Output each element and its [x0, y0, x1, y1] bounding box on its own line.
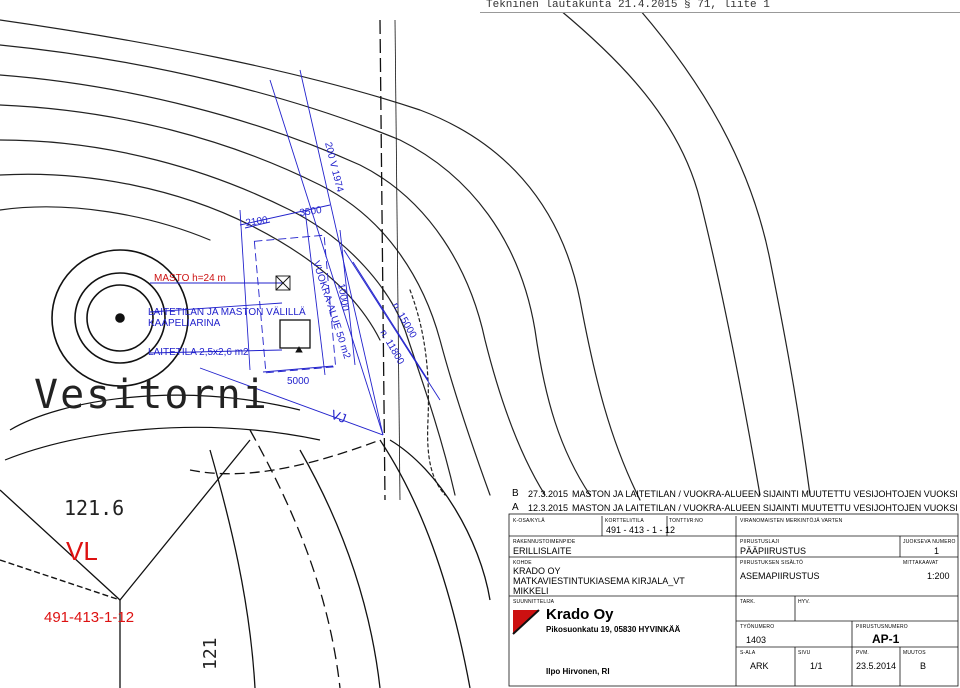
piirustuslaji-value: PÄÄPIIRUSTUS	[740, 546, 807, 556]
dim-3500: 3500	[299, 205, 323, 219]
vl-label: VL	[66, 536, 98, 566]
revision-a-letter: A	[512, 502, 519, 513]
plot-boundary	[0, 559, 121, 601]
sisalto-value: ASEMAPIIRUSTUS	[740, 571, 820, 581]
revision-a-date: 12.3.2015	[528, 503, 569, 513]
cable-label-line2: KAAPELIARINA	[148, 318, 221, 329]
kohde-label: KOHDE	[513, 560, 532, 566]
elevation-121: 121	[200, 637, 221, 670]
dim-5000: 5000	[287, 376, 310, 387]
plot-id-label: 491-413-1-12	[44, 609, 134, 626]
terrain-contours	[0, 9, 811, 501]
mittakaava-label: MITTAKAAVAT	[903, 560, 939, 566]
dim-10000: 10000	[335, 283, 351, 313]
pvm-value: 23.5.2014	[856, 661, 897, 671]
vj-label: VJ	[329, 407, 348, 426]
kohde-line1: KRADO OY	[513, 566, 561, 576]
k-osa-label: K-OSA/KYLÄ	[513, 518, 545, 524]
viranomais-label: VIRANOMAISTEN MERKINTÖJÄ VARTEN	[740, 518, 843, 524]
muutos-value: B	[920, 661, 927, 671]
revision-b-text: MASTON JA LAITETILAN / VUOKRA-ALUEEN SIJ…	[572, 489, 958, 499]
water-tower-symbol	[4, 249, 321, 461]
revision-b-date: 27.3.2015	[528, 489, 569, 499]
road-lines	[0, 19, 491, 688]
company-name: Krado Oy	[546, 606, 614, 623]
title-block-frame	[508, 513, 959, 687]
kohde-line3: MIKKELI	[513, 586, 549, 596]
s-ala-label: S-ALA	[740, 650, 756, 656]
piirustusnumero-value: AP-1	[872, 632, 900, 646]
juokseva-value: 1	[934, 546, 940, 556]
document-header-text: Tekninen lautakunta 21.4.2015 § 71, liit…	[486, 0, 770, 11]
kortteli-value: 491 - 413 - 1 - 12	[606, 525, 676, 535]
cable-label-line1: LAITETILAN JA MASTON VÄLILLÄ	[148, 306, 306, 318]
hyv-label: HYV.	[798, 599, 811, 605]
mast-label: MASTO h=24 m	[154, 273, 226, 284]
pvm-label: PVM.	[856, 650, 870, 656]
piirustuslaji-label: PIIRUSTUSLAJI	[740, 539, 780, 545]
elevation-1216: 121.6	[64, 496, 124, 520]
kohde-line2: MATKAVIESTINTUKIASEMA KIRJALA_VT	[513, 576, 685, 586]
designer-name: Ilpo Hirvonen, RI	[546, 667, 610, 676]
sisalto-label: PIIRUSTUKSEN SISÄLTÖ	[740, 560, 804, 566]
rakennustoimenpide-label: RAKENNUSTOIMENPIDE	[513, 539, 576, 545]
tyonumero-label: TYÖNUMERO	[740, 624, 775, 630]
juokseva-label: JUOKSEVA NUMERO	[903, 539, 956, 545]
tyonumero-value: 1403	[746, 635, 767, 645]
revision-a-text: MASTON JA LAITETILAN / VUOKRA-ALUEEN SIJ…	[572, 503, 958, 513]
watertower-label: Vesitorni	[34, 372, 269, 418]
document-header	[480, 0, 960, 13]
blue-annotations	[149, 69, 441, 436]
piirustusnumero-label: PIIRUSTUSNUMERO	[856, 624, 908, 630]
company-address: Pikosuonkatu 19, 05830 HYVINKÄÄ	[546, 625, 681, 634]
tontti-label: TONTTI/R:NO	[669, 518, 704, 524]
sivu-value: 1/1	[810, 661, 823, 671]
equipment-room-label: LAITETILA 2,5x2,6 m2	[148, 347, 249, 358]
sivu-label: SIVU	[798, 650, 811, 656]
muutos-label: MUUTOS	[903, 650, 926, 656]
rakennustoimenpide-value: ERILLISLAITE	[513, 546, 572, 556]
krado-logo	[512, 609, 540, 635]
revision-b-letter: B	[512, 488, 519, 499]
s-ala-value: ARK	[750, 661, 769, 671]
dim-2100: 2100	[245, 215, 269, 229]
mittakaava-value: 1:200	[927, 571, 950, 581]
tark-label: TARK.	[740, 599, 756, 605]
suunnittelija-label: SUUNNITTELIJA	[513, 599, 555, 605]
kortteli-label: KORTTELI/TILA	[605, 518, 644, 524]
